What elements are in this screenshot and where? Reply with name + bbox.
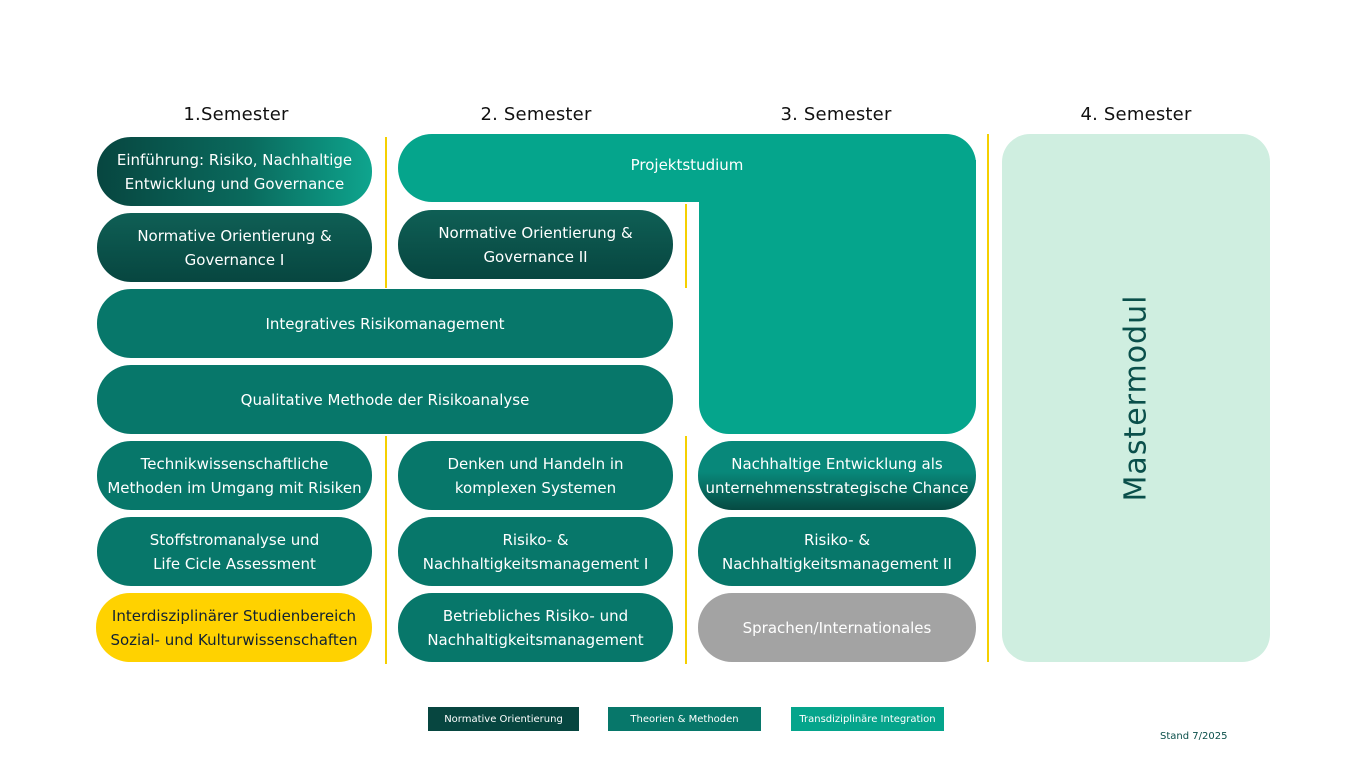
module-qualitative-methode: Qualitative Methode der Risikoanalyse <box>97 365 673 434</box>
module-integratives-risikomanagement: Integratives Risikomanagement <box>97 289 673 358</box>
semester-4-heading: 4. Semester <box>1080 104 1192 125</box>
module-technikwissenschaftliche-methoden: Technikwissenschaftliche Methoden im Umg… <box>97 441 372 510</box>
module-einfuehrung: Einführung: Risiko, Nachhaltige Entwickl… <box>97 137 372 206</box>
module-normative-orientierung-1: Normative Orientierung & Governance I <box>97 213 372 282</box>
module-mastermodul: Mastermodul <box>1002 134 1270 662</box>
legend-theorien-methoden: Theorien & Methoden <box>608 707 761 731</box>
projektstudium-module-extension <box>699 160 976 434</box>
module-denken-und-handeln: Denken und Handeln in komplexen Systemen <box>398 441 673 510</box>
legend-normative-orientierung: Normative Orientierung <box>428 707 579 731</box>
semester-2-heading: 2. Semester <box>480 104 592 125</box>
module-stoffstromanalyse: Stoffstromanalyse und Life Cicle Assessm… <box>97 517 372 586</box>
divider-sem3-sem4 <box>987 134 989 662</box>
module-normative-orientierung-2: Normative Orientierung & Governance II <box>398 210 673 279</box>
module-risiko-nachhaltigkeitsmanagement-2: Risiko- & Nachhaltigkeitsmanagement II <box>698 517 976 586</box>
divider-sem2-sem3-top <box>685 204 687 288</box>
divider-sem1-sem2-top <box>385 137 387 288</box>
module-nachhaltige-entwicklung: Nachhaltige Entwicklung als unternehmens… <box>698 441 976 510</box>
stand-date: Stand 7/2025 <box>1160 731 1228 742</box>
semester-1-heading: 1.Semester <box>183 104 289 125</box>
semester-3-heading: 3. Semester <box>780 104 892 125</box>
divider-sem2-sem3-bottom <box>685 436 687 664</box>
projektstudium-label: Projektstudium <box>630 156 744 174</box>
module-interdisziplinaerer-studienbereich: Interdisziplinärer Studienbereich Sozial… <box>96 593 372 662</box>
divider-sem1-sem2-bottom <box>385 436 387 664</box>
module-risiko-nachhaltigkeitsmanagement-1: Risiko- & Nachhaltigkeitsmanagement I <box>398 517 673 586</box>
module-betriebliches-risiko: Betriebliches Risiko- und Nachhaltigkeit… <box>398 593 673 662</box>
legend-transdisziplinaere-integration: Transdiziplinäre Integration <box>791 707 944 731</box>
mastermodul-label: Mastermodul <box>1118 294 1154 502</box>
module-sprachen-internationales: Sprachen/Internationales <box>698 593 976 662</box>
